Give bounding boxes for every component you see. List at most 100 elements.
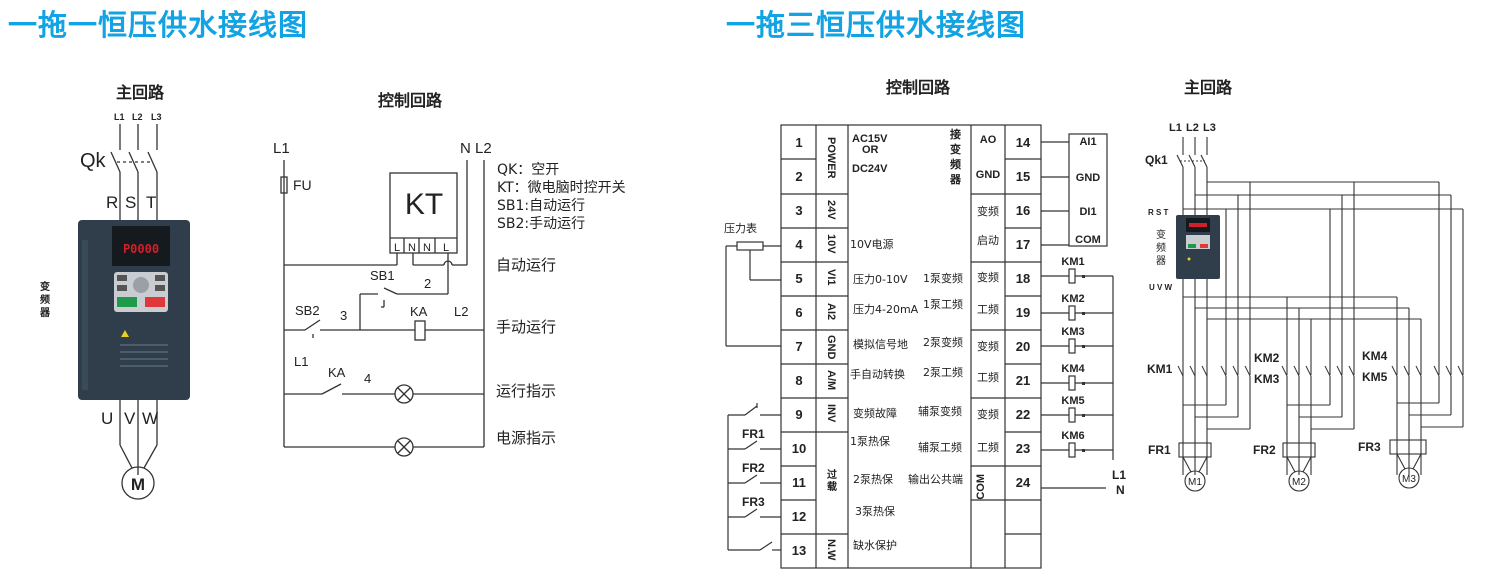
desc-am: 手自动转换	[850, 367, 905, 381]
supply-l1: L1	[1112, 468, 1126, 482]
phase-l3: L3	[1203, 122, 1216, 134]
desc-output-common: 输出公共端	[908, 472, 963, 486]
sig-overload: 过载	[827, 468, 837, 493]
km2-label: KM2	[1254, 351, 1280, 365]
sig-start: 启动	[977, 234, 999, 247]
output-w: W	[142, 409, 158, 428]
desc-ai2: 压力4-20mA	[853, 303, 919, 316]
terminal-number: 23	[1016, 441, 1030, 456]
sig-r20: 变频	[977, 339, 999, 353]
terminal-number: 20	[1016, 339, 1030, 354]
motor-m3: M3	[1402, 474, 1416, 485]
phase-l3: L3	[151, 112, 162, 122]
wire-4: 4	[364, 371, 371, 386]
legend-sb1: SB1:自动运行	[497, 198, 585, 214]
km4-label: KM4	[1362, 349, 1388, 363]
three-pump-main-heading: 主回路	[1184, 78, 1233, 97]
terminal-number: 14	[1016, 135, 1031, 150]
desc-pump3-thermal: 3泵热保	[855, 504, 895, 518]
input-t: T	[146, 193, 156, 212]
desc-10v: 10V电源	[850, 237, 894, 251]
sig-ai2: AI2	[825, 303, 837, 320]
sig-power: POWER	[825, 137, 837, 179]
control-circuit-heading: 控制回路	[378, 91, 443, 110]
terminal-number: 24	[1016, 475, 1031, 490]
ka-coil-label: KA	[410, 304, 428, 319]
vfd-gnd: GND	[1076, 172, 1101, 184]
sig-gnd: GND	[825, 335, 837, 360]
coil-km1: KM1	[1061, 256, 1084, 268]
three-pump-main-circuit	[1176, 137, 1464, 492]
km3-label: KM3	[1254, 372, 1280, 386]
vfd-label-small: 变频器	[1156, 228, 1166, 267]
title-three-pump: 一拖三恒压供水接线图	[726, 8, 1027, 42]
desc-nw: 缺水保护	[853, 538, 897, 552]
terminal-number: 11	[792, 475, 806, 490]
sig-r21: 工频	[977, 370, 999, 384]
coil-km5: KM5	[1061, 395, 1084, 407]
phase-l2: L2	[132, 112, 143, 122]
input-r: R	[106, 193, 118, 212]
sig-com: COM	[975, 474, 987, 500]
terminal-number: 4	[795, 237, 803, 252]
three-pump-control-heading: 控制回路	[886, 78, 951, 97]
terminal-number: 9	[795, 407, 802, 422]
wire-2: 2	[424, 276, 431, 291]
vfd-device-small	[1176, 215, 1220, 279]
terminal-number: 19	[1016, 305, 1030, 320]
power-desc: OR	[862, 144, 879, 156]
desc-pump2-thermal: 2泵热保	[853, 472, 893, 486]
coil-km6: KM6	[1061, 430, 1084, 442]
motor-m2: M2	[1292, 477, 1306, 488]
rung-manual-run: 手动运行	[496, 318, 556, 336]
phase-l2: L2	[1186, 122, 1199, 134]
terminal-number: 16	[1016, 203, 1030, 218]
coil-km2: KM2	[1061, 293, 1084, 305]
coil-dots	[1082, 275, 1085, 452]
motor-m1: M1	[1188, 477, 1202, 488]
main-circuit-heading: 主回路	[116, 83, 165, 102]
rung-power-indicator: 电源指示	[496, 429, 556, 447]
coil-km4: KM4	[1061, 363, 1085, 375]
rail-n-l2: N L2	[460, 140, 492, 157]
pressure-gauge-label: 压力表	[724, 221, 757, 235]
breaker-qk1: Qk1	[1145, 153, 1168, 167]
l2-label: L2	[454, 304, 468, 319]
desc-pump1-thermal: 1泵热保	[850, 434, 890, 448]
ka-contact-label: KA	[328, 365, 346, 380]
one-pump-control-circuit	[280, 160, 485, 457]
terminal-number: 6	[795, 305, 802, 320]
power-desc: DC24V	[852, 163, 888, 175]
terminal-number: 1	[795, 135, 802, 150]
power-desc: AC15V	[852, 133, 888, 145]
sig-vfd-run: 变频	[977, 204, 999, 218]
desc-vi1: 压力0-10V	[853, 273, 908, 286]
desc-pump1-line: 1泵工频	[923, 297, 963, 311]
desc-pump2-line: 2泵工频	[923, 365, 963, 379]
rung-auto-run: 自动运行	[496, 256, 556, 274]
km5-label: KM5	[1362, 370, 1388, 384]
sig-10v: 10V	[825, 234, 837, 254]
terminal-number: 2	[795, 169, 802, 184]
timer-label: KT	[405, 188, 443, 221]
fr2-main-label: FR2	[1253, 443, 1276, 457]
phase-l1: L1	[114, 112, 125, 122]
terminal-block	[725, 124, 1114, 569]
terminal-number: 10	[792, 441, 806, 456]
kt-terminal: L	[394, 242, 400, 254]
sig-r23: 工频	[977, 440, 999, 454]
terminal-number: 8	[795, 373, 802, 388]
fuse-label: FU	[293, 177, 312, 193]
kt-terminal: N	[408, 242, 416, 254]
sig-gnd-r: GND	[976, 169, 1001, 181]
wire-3: 3	[340, 308, 347, 323]
terminal-number: 15	[1016, 169, 1030, 184]
terminal-number: 3	[795, 203, 802, 218]
sb2-label: SB2	[295, 303, 320, 318]
fr3-main-label: FR3	[1358, 440, 1381, 454]
kt-terminal: N	[423, 242, 431, 254]
to-vfd-label: 接变频器	[949, 127, 962, 186]
l1-label: L1	[294, 354, 308, 369]
sig-r22: 变频	[977, 407, 999, 421]
